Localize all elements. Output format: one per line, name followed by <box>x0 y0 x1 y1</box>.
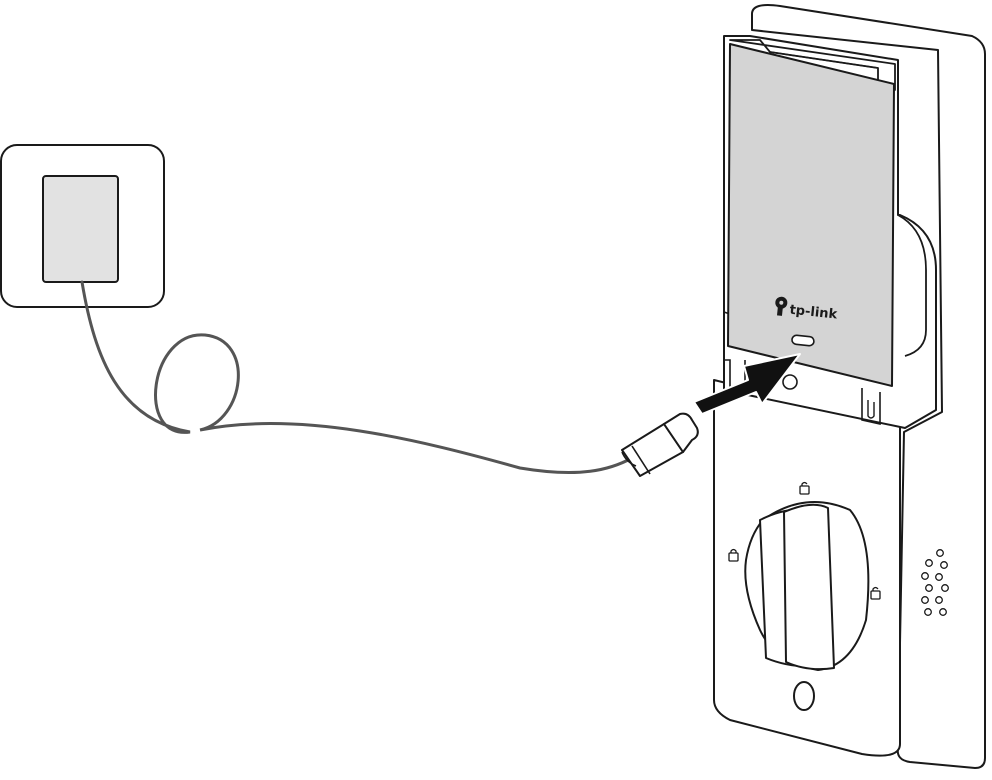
tp-link-logo: tp-link <box>775 296 838 323</box>
wall-outlet <box>0 144 165 308</box>
usb-c-plug <box>621 412 699 477</box>
screw-hole <box>782 374 798 390</box>
battery-panel: tp-link <box>727 43 895 387</box>
speaker-grille <box>921 549 949 616</box>
power-adapter <box>42 175 119 283</box>
brand-name: tp-link <box>789 303 838 323</box>
padlock-closed-icon <box>728 548 739 562</box>
keyhole <box>793 681 815 711</box>
padlock-open-icon <box>799 481 810 495</box>
insert-arrow-icon <box>693 353 801 415</box>
thumb-turn <box>744 501 870 671</box>
usb-cable <box>80 280 634 474</box>
usb-c-port <box>791 334 815 347</box>
smart-lock: tp-link <box>713 4 986 769</box>
release-latch <box>861 388 881 425</box>
padlock-open-icon <box>870 586 881 600</box>
